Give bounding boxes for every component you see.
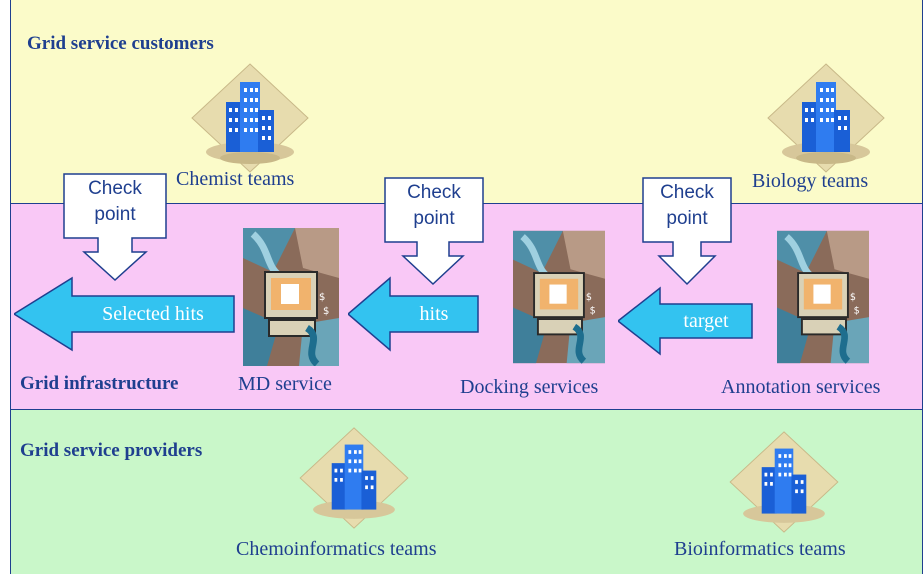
annotation-services-label: Annotation services: [721, 376, 881, 398]
chemist-teams-label: Chemist teams: [176, 168, 295, 190]
building-icon: [190, 62, 310, 179]
checkpoint-line1: Check: [660, 182, 714, 203]
infrastructure-band-title: Grid infrastructure: [20, 373, 179, 394]
checkpoint-line2: point: [94, 204, 136, 225]
selected-hits-arrow: Selected hits: [14, 276, 236, 352]
hits-label: hits: [419, 302, 449, 325]
checkpoint-line1: Check: [407, 182, 461, 203]
svg-text:$: $: [590, 305, 596, 316]
md-service-label: MD service: [238, 373, 332, 395]
customers-band: [10, 0, 923, 204]
building-icon: [766, 62, 886, 179]
docking-services-label: Docking services: [460, 376, 599, 398]
checkpoint-callout-3: Check point: [641, 176, 735, 288]
svg-text:$: $: [323, 306, 329, 317]
target-arrow: target: [618, 286, 754, 356]
bioinformatics-teams-label: Bioinformatics teams: [674, 538, 846, 560]
building-icon: [728, 430, 840, 539]
chemoinformatics-teams-label: Chemoinformatics teams: [236, 538, 437, 560]
checkpoint-line2: point: [413, 208, 455, 229]
computer-person-icon: $ $: [777, 228, 869, 371]
checkpoint-line1: Check: [88, 178, 142, 199]
svg-text:$: $: [850, 292, 856, 303]
checkpoint-line2: point: [666, 208, 708, 229]
biology-teams-label: Biology teams: [752, 170, 869, 192]
building-icon: [298, 426, 410, 535]
computer-person-icon: $ $: [513, 228, 605, 371]
checkpoint-callout-2: Check point: [383, 176, 487, 288]
svg-text:$: $: [854, 305, 860, 316]
svg-text:$: $: [319, 292, 325, 303]
checkpoint-callout-1: Check point: [62, 172, 172, 284]
hits-arrow: hits: [348, 276, 480, 352]
target-label: target: [683, 309, 729, 332]
computer-person-icon: $ $: [243, 228, 339, 371]
svg-text:$: $: [586, 292, 592, 303]
selected-hits-label: Selected hits: [102, 302, 204, 325]
providers-band-title: Grid service providers: [20, 440, 203, 461]
customers-band-title: Grid service customers: [27, 33, 214, 54]
